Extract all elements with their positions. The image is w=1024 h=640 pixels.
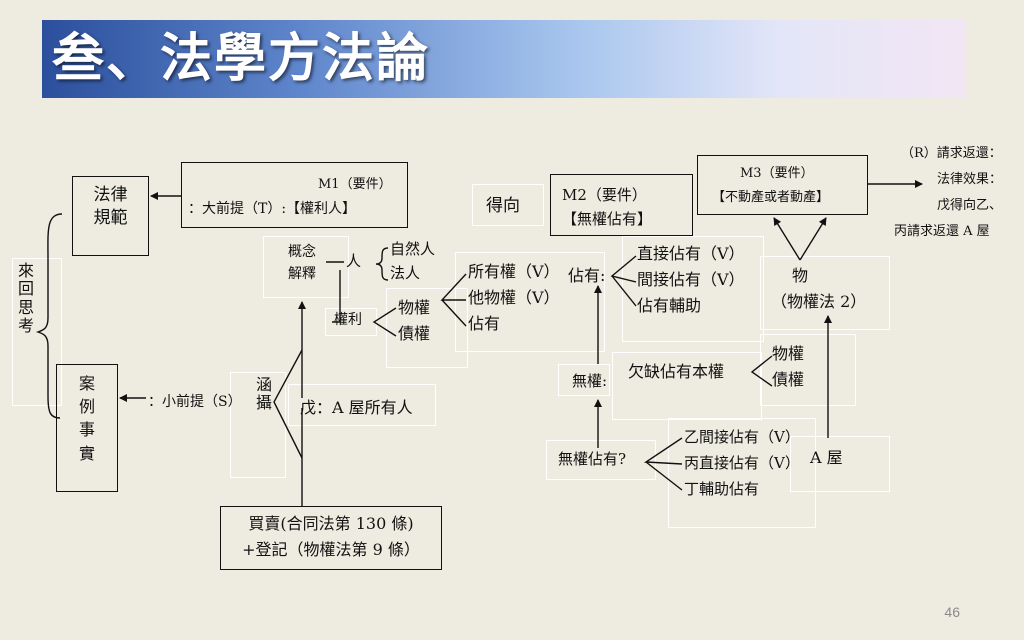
claim-right-label: 債權 — [398, 324, 431, 343]
result-line-2: 法律效果： — [937, 172, 1003, 187]
lacking-right-label: 欠缺佔有本權 — [628, 362, 725, 381]
lacking-fork — [750, 355, 773, 387]
house-a-label: A 屋 — [810, 448, 843, 467]
no-right-possession-label: 無權佔有? — [558, 450, 627, 468]
person-label: 人 — [346, 252, 362, 270]
legal-person-label: 法人 — [390, 264, 421, 282]
page-number: 46 — [944, 604, 960, 620]
right-label: 權利 — [334, 312, 362, 328]
result-line-3: 戊得向乙、 — [937, 198, 1003, 213]
frame-wu — [288, 384, 436, 426]
subsume-fork — [273, 349, 303, 459]
frame-got-to — [472, 184, 544, 226]
frame-lacking — [612, 352, 762, 420]
m3-body: 【不動產或者動產】 — [712, 190, 830, 205]
frame-no-right-poss — [546, 440, 656, 480]
possession-sub-label: 佔有 — [468, 314, 501, 333]
subsume-label: 涵 攝 — [255, 375, 272, 413]
natural-person-label: 自然人 — [390, 240, 436, 258]
frame-think — [12, 258, 62, 406]
m1-body: ：大前提（T）:【權利人】 — [188, 201, 357, 217]
case-facts-label: 案 例 事 實 — [78, 374, 95, 463]
possession-aid-label: 佔有輔助 — [637, 296, 702, 315]
gain-to-label: 得向 — [486, 196, 520, 216]
law-norm-label: 法律 規範 — [93, 185, 128, 228]
other-real-right-label: 他物權（V） — [468, 288, 560, 307]
law-norm-box — [72, 176, 149, 256]
m1-box — [181, 162, 408, 228]
frame-thing — [760, 256, 890, 330]
arrow-thing-to-m3-b — [799, 217, 827, 261]
wu-owner-label: 戊：A 屋所有人 — [300, 398, 413, 417]
frame-real-claim-2 — [760, 334, 856, 406]
frame-house — [790, 436, 890, 492]
real-right-label: 物權 — [398, 298, 431, 317]
result-line-1: （R）請求返還： — [901, 146, 1002, 161]
real-right-law-label: （物權法 2） — [771, 292, 867, 311]
sale-box — [220, 506, 442, 570]
think-back-brace — [35, 213, 63, 419]
direct-possession-label: 直接佔有（V） — [637, 244, 745, 263]
sale-line-2: +登記（物權法第 9 條） — [242, 540, 420, 559]
b-indirect-label: 乙間接佔有（V） — [684, 428, 800, 446]
real-right-2-label: 物權 — [772, 344, 805, 363]
frame-ownership — [455, 252, 605, 352]
concept-interp-label: 概念 解釋 — [288, 244, 316, 282]
no-right-label: 無權: — [572, 372, 608, 390]
m1-title: M1（要件） — [318, 177, 392, 192]
claim-right-2-label: 債權 — [772, 370, 805, 389]
persons-fork — [643, 437, 683, 491]
m2-box — [550, 174, 693, 236]
indirect-possession-label: 間接佔有（V） — [637, 270, 745, 289]
case-facts-box — [56, 364, 118, 492]
d-aid-label: 丁輔助佔有 — [684, 480, 760, 498]
sale-line-1: 買賣(合同法第 130 條) — [248, 514, 414, 533]
possession-fork — [610, 255, 637, 307]
person-brace — [375, 247, 389, 281]
frame-concept — [263, 236, 349, 298]
c-direct-label: 丙直接佔有（V） — [684, 454, 800, 472]
m3-title: M3（要件） — [740, 166, 814, 181]
result-line-4: 丙請求返還 A 屋 — [894, 224, 990, 239]
real-right-fork — [440, 273, 467, 327]
frame-no-right — [558, 364, 610, 396]
arrow-thing-to-m3-a — [773, 217, 801, 261]
title-bar — [42, 20, 965, 98]
possession-q-label: 佔有: — [568, 266, 606, 285]
slide-title: 叁、法學方法論 — [52, 28, 431, 89]
frame-right — [325, 308, 377, 336]
concept-to-right — [332, 270, 341, 323]
m2-title: M2（要件） — [562, 186, 647, 204]
thing-label: 物 — [792, 266, 809, 285]
m3-box — [697, 155, 868, 215]
minor-premise-label: ：小前提（S） — [148, 394, 242, 410]
frame-persons — [668, 418, 816, 528]
m2-body: 【無權佔有】 — [562, 210, 653, 228]
ownership-label: 所有權（V） — [468, 262, 560, 281]
think-back-label: 來 回 思 考 — [17, 261, 34, 336]
right-fork — [372, 307, 397, 337]
frame-real-claim — [386, 288, 468, 368]
